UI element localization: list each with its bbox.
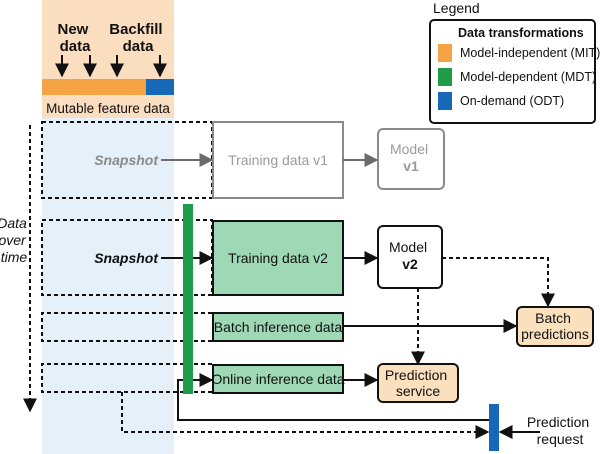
legend-label-mit: Model-independent (MIT) bbox=[460, 46, 600, 60]
odt-bar bbox=[146, 79, 174, 95]
ingest-arrows bbox=[55, 55, 167, 78]
snapshot-label-v1: Snapshot bbox=[94, 152, 159, 168]
model-v2-to-batch-predictions-arrow bbox=[442, 257, 555, 308]
snapshot-frames bbox=[41, 121, 213, 393]
prediction-request-label: Prediction request bbox=[527, 414, 593, 447]
legend-swatch-mdt bbox=[438, 68, 452, 86]
feature-history-to-request-arrow bbox=[121, 392, 490, 439]
mutable-data-background bbox=[42, 118, 174, 454]
prediction-service-box bbox=[377, 363, 459, 403]
prediction-service-label: Prediction service bbox=[385, 367, 451, 399]
batch-predictions-label: Batch predictions bbox=[521, 310, 589, 342]
training-data-v2-label: Training data v2 bbox=[228, 250, 328, 266]
model-v2-label: Model v2 bbox=[389, 239, 431, 272]
training-data-v2-box bbox=[212, 220, 344, 296]
odt-request-bar bbox=[489, 404, 499, 451]
model-v1-box bbox=[377, 128, 445, 190]
legend-title: Legend bbox=[433, 0, 480, 16]
legend-heading: Data transformations bbox=[458, 26, 584, 40]
batch-inference-data-label: Batch inference data bbox=[214, 319, 343, 335]
online-inference-data-label: Online inference data bbox=[211, 371, 344, 387]
legend-label-mdt: Model-dependent (MDT) bbox=[460, 70, 596, 84]
snapshot-label-v2: Snapshot bbox=[94, 250, 159, 266]
batch-predictions-box bbox=[516, 306, 594, 347]
backfill-data-label: Backfill data bbox=[109, 21, 167, 55]
model-v1-label: Model v1 bbox=[390, 141, 432, 174]
mit-bar bbox=[42, 79, 146, 95]
mutable-feature-data-label: Mutable feature data bbox=[46, 101, 170, 116]
legend-box bbox=[429, 19, 596, 124]
mdt-bar bbox=[183, 204, 193, 394]
training-data-v1-label: Training data v1 bbox=[228, 152, 328, 168]
legend-swatch-odt bbox=[438, 92, 452, 110]
new-data-label: New data bbox=[57, 21, 92, 55]
legend-label-odt: On-demand (ODT) bbox=[460, 94, 564, 108]
legend-swatch-mit bbox=[438, 44, 452, 62]
feature-data-background bbox=[42, 0, 174, 118]
request-to-online-inference-line bbox=[177, 373, 490, 421]
legend: Legend Data transformations Model-indepe… bbox=[429, 0, 600, 124]
time-axis-label: Data over time bbox=[0, 215, 31, 265]
